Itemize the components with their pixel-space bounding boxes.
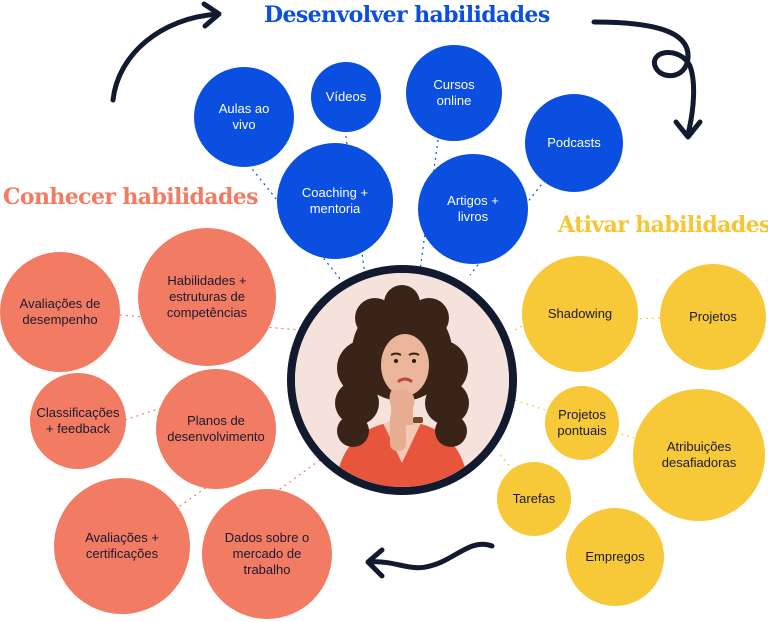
circle-online-courses: Cursos online bbox=[406, 45, 502, 141]
circle-performance-reviews: Avaliações de desempenho bbox=[0, 252, 120, 372]
circle-stretch-assignments: Atribuições desafiadoras bbox=[633, 389, 765, 521]
circle-videos: Vídeos bbox=[311, 62, 381, 132]
label-projects: Projetos bbox=[689, 308, 737, 324]
title-know-skills: Conhecer habilidades bbox=[3, 184, 259, 210]
circle-shadowing: Shadowing bbox=[522, 256, 638, 372]
label-shadowing: Shadowing bbox=[547, 305, 613, 321]
label-development-plans: Planos de desenvolvimento bbox=[167, 412, 265, 444]
circle-skills-frameworks: Habilidades + estruturas de competências bbox=[138, 228, 276, 366]
circle-articles: Artigos + livros bbox=[418, 154, 528, 264]
label-performance-reviews: Avaliações de desempenho bbox=[19, 295, 101, 327]
label-certifications: Avaliações + certificações bbox=[85, 529, 159, 561]
curved-arrow-icon bbox=[110, 1, 222, 103]
wavy-arrow-icon bbox=[365, 541, 495, 579]
label-coaching: Coaching + mentoria bbox=[301, 184, 369, 216]
circle-coaching: Coaching + mentoria bbox=[277, 143, 393, 259]
connector-spot-projects bbox=[514, 399, 546, 411]
circle-ratings: Classificações + feedback bbox=[30, 373, 126, 469]
label-spot-projects: Projetos pontuais bbox=[557, 406, 607, 438]
label-videos: Vídeos bbox=[325, 88, 367, 104]
label-live-classes: Aulas ao vivo bbox=[218, 100, 270, 132]
circle-tasks: Tarefas bbox=[497, 462, 571, 536]
center-portrait bbox=[287, 265, 517, 495]
label-articles: Artigos + livros bbox=[447, 192, 499, 224]
label-jobs: Empregos bbox=[585, 548, 645, 564]
circle-development-plans: Planos de desenvolvimento bbox=[156, 369, 276, 489]
label-stretch-assignments: Atribuições desafiadoras bbox=[661, 438, 737, 470]
circle-podcasts: Podcasts bbox=[525, 94, 623, 192]
thinking-person-illustration bbox=[295, 273, 509, 487]
label-online-courses: Cursos online bbox=[433, 76, 475, 108]
title-develop-skills: Desenvolver habilidades bbox=[264, 2, 550, 28]
label-skills-frameworks: Habilidades + estruturas de competências bbox=[166, 272, 248, 321]
title-activate-skills: Ativar habilidades bbox=[558, 212, 768, 238]
circle-certifications: Avaliações + certificações bbox=[54, 478, 190, 614]
label-ratings: Classificações + feedback bbox=[36, 404, 120, 436]
circle-jobs: Empregos bbox=[566, 508, 664, 606]
label-podcasts: Podcasts bbox=[547, 134, 601, 150]
circle-live-classes: Aulas ao vivo bbox=[194, 67, 294, 167]
label-tasks: Tarefas bbox=[512, 490, 556, 506]
circle-market-data: Dados sobre o mercado de trabalho bbox=[202, 489, 332, 619]
label-market-data: Dados sobre o mercado de trabalho bbox=[224, 529, 310, 578]
circle-spot-projects: Projetos pontuais bbox=[545, 386, 619, 460]
circle-projects: Projetos bbox=[660, 264, 766, 370]
